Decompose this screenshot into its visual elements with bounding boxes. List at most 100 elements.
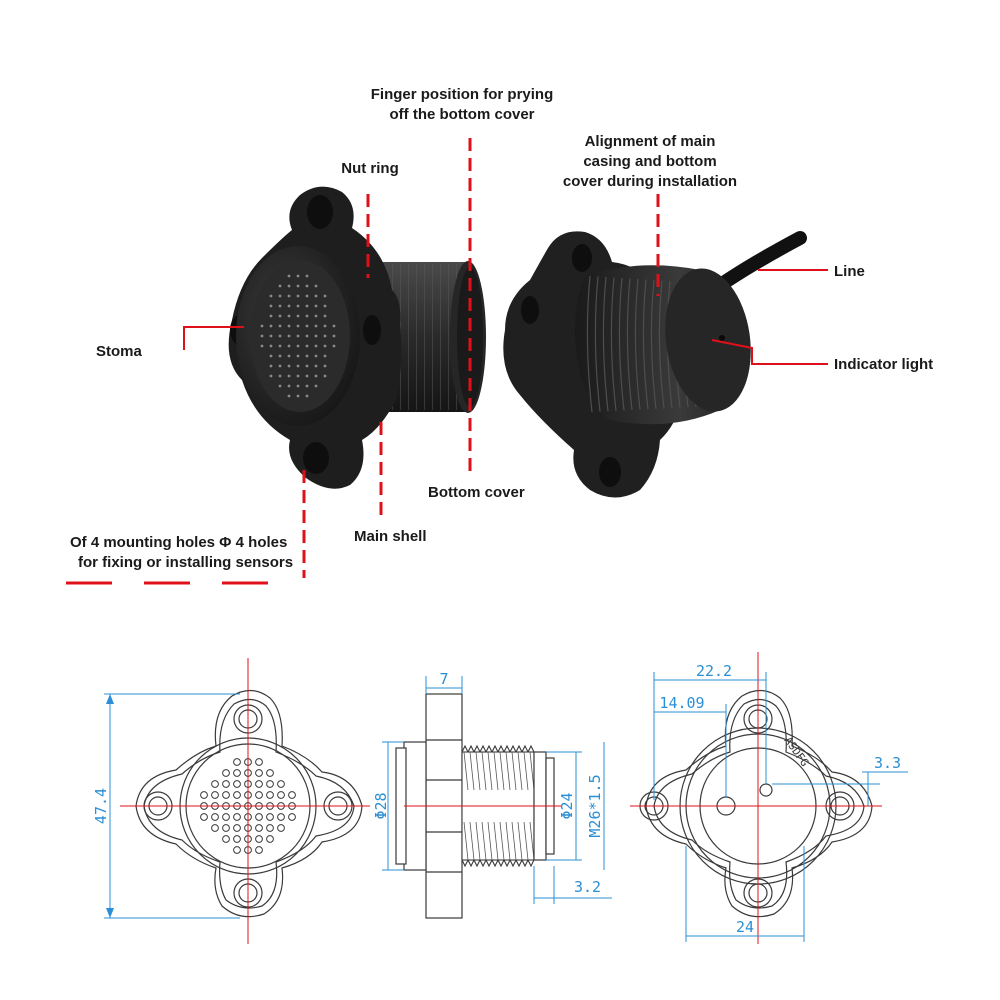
drawing-stoma-hole — [233, 846, 241, 854]
drawing-stoma-hole — [200, 813, 208, 821]
stoma-hole — [287, 364, 291, 368]
stoma-hole — [296, 324, 300, 328]
thread-line — [463, 821, 469, 861]
thread-rib — [594, 276, 601, 412]
label-finger-1: Finger position for prying — [371, 86, 554, 103]
stoma-hole — [332, 324, 336, 328]
drawing-stoma-hole — [277, 791, 285, 799]
label-stoma: Stoma — [96, 343, 143, 360]
thread-rib — [602, 276, 609, 412]
stoma-hole — [287, 394, 291, 398]
drawing-stoma-hole — [288, 813, 296, 821]
drawing-stoma-hole — [255, 791, 263, 799]
drawing-stoma-hole — [288, 791, 296, 799]
stoma-hole — [296, 344, 300, 348]
thread-line — [481, 821, 487, 861]
drawing-stoma-hole — [233, 769, 241, 777]
stoma-hole — [305, 284, 309, 288]
thread-line — [529, 751, 535, 791]
stoma-hole — [296, 334, 300, 338]
thread-line — [505, 821, 511, 861]
stoma-hole — [314, 314, 318, 318]
stoma-hole — [314, 364, 318, 368]
stoma-hole — [323, 304, 327, 308]
stoma-hole — [314, 294, 318, 298]
stoma-hole — [314, 354, 318, 358]
callout-lines — [66, 138, 828, 585]
drawing-stoma-hole — [277, 780, 285, 788]
drawing-stoma-hole — [211, 791, 219, 799]
thread-line — [493, 821, 499, 861]
stoma-hole — [305, 364, 309, 368]
stoma-hole — [287, 344, 291, 348]
thread-line — [469, 751, 475, 791]
drawing-stoma-hole — [211, 813, 219, 821]
thread-line — [523, 821, 529, 861]
stoma-hole — [323, 344, 327, 348]
stoma-hole — [323, 314, 327, 318]
thread-rib — [650, 279, 657, 409]
stoma-hole — [278, 284, 282, 288]
stoma-hole — [269, 294, 273, 298]
thread-line — [481, 751, 487, 791]
stoma-hole — [296, 394, 300, 398]
drawing-stoma-hole — [233, 758, 241, 766]
drawing-stoma-hole — [255, 780, 263, 788]
stoma-hole — [278, 354, 282, 358]
drawing-back-view: ASDFG 22.2 14.09 3.3 24 — [630, 652, 908, 944]
stoma-hole — [305, 314, 309, 318]
drawing-stoma-hole — [222, 835, 230, 843]
stoma-hole — [278, 304, 282, 308]
drawing-stoma-hole — [233, 824, 241, 832]
stoma-hole — [287, 304, 291, 308]
thread-line — [529, 821, 535, 861]
stoma-hole — [323, 364, 327, 368]
dim-w2: 14.09 — [659, 694, 704, 712]
thread-line — [475, 751, 481, 791]
stoma-hole — [305, 384, 309, 388]
drawing-stoma-hole — [222, 780, 230, 788]
stoma-hole — [278, 334, 282, 338]
stoma-hole — [305, 394, 309, 398]
label-mounting-1: Of 4 mounting holes Φ 4 holes — [70, 534, 287, 551]
thread-bottom-edge — [461, 858, 535, 868]
stoma-hole — [269, 344, 273, 348]
stoma-hole — [305, 334, 309, 338]
stoma-hole — [260, 324, 264, 328]
stoma-hole — [269, 364, 273, 368]
stoma-hole — [287, 314, 291, 318]
stoma-hole — [287, 324, 291, 328]
thread-line — [499, 821, 505, 861]
stoma-hole — [296, 274, 300, 278]
stoma-hole — [260, 344, 264, 348]
drawing-stoma-hole — [266, 769, 274, 777]
dim-thread: M26*1.5 — [586, 774, 604, 837]
drawing-stoma-hole — [211, 824, 219, 832]
stoma-hole — [296, 284, 300, 288]
thread-line — [505, 751, 511, 791]
stoma-hole — [332, 334, 336, 338]
thread-line — [469, 821, 475, 861]
thread-rib — [610, 277, 617, 411]
thread-line — [523, 751, 529, 791]
thread-rib — [634, 278, 641, 410]
dim-depth: 3.2 — [574, 878, 601, 896]
stoma-hole — [323, 294, 327, 298]
label-mounting-2: for fixing or installing sensors — [78, 554, 293, 571]
drawing-stoma-hole — [200, 791, 208, 799]
drawing-stoma-hole — [266, 791, 274, 799]
stoma-hole — [287, 384, 291, 388]
thread-line — [511, 821, 517, 861]
thread-line — [475, 821, 481, 861]
stoma-hole — [305, 374, 309, 378]
stoma-hole — [269, 354, 273, 358]
thread-line — [487, 751, 493, 791]
thread-rib — [618, 277, 625, 411]
stoma-hole — [332, 344, 336, 348]
sensor-back-render — [503, 231, 807, 498]
thread-line — [511, 751, 517, 791]
thread-top-edge — [461, 744, 535, 754]
drawing-stoma-hole — [266, 780, 274, 788]
drawing-stoma-hole — [266, 824, 274, 832]
